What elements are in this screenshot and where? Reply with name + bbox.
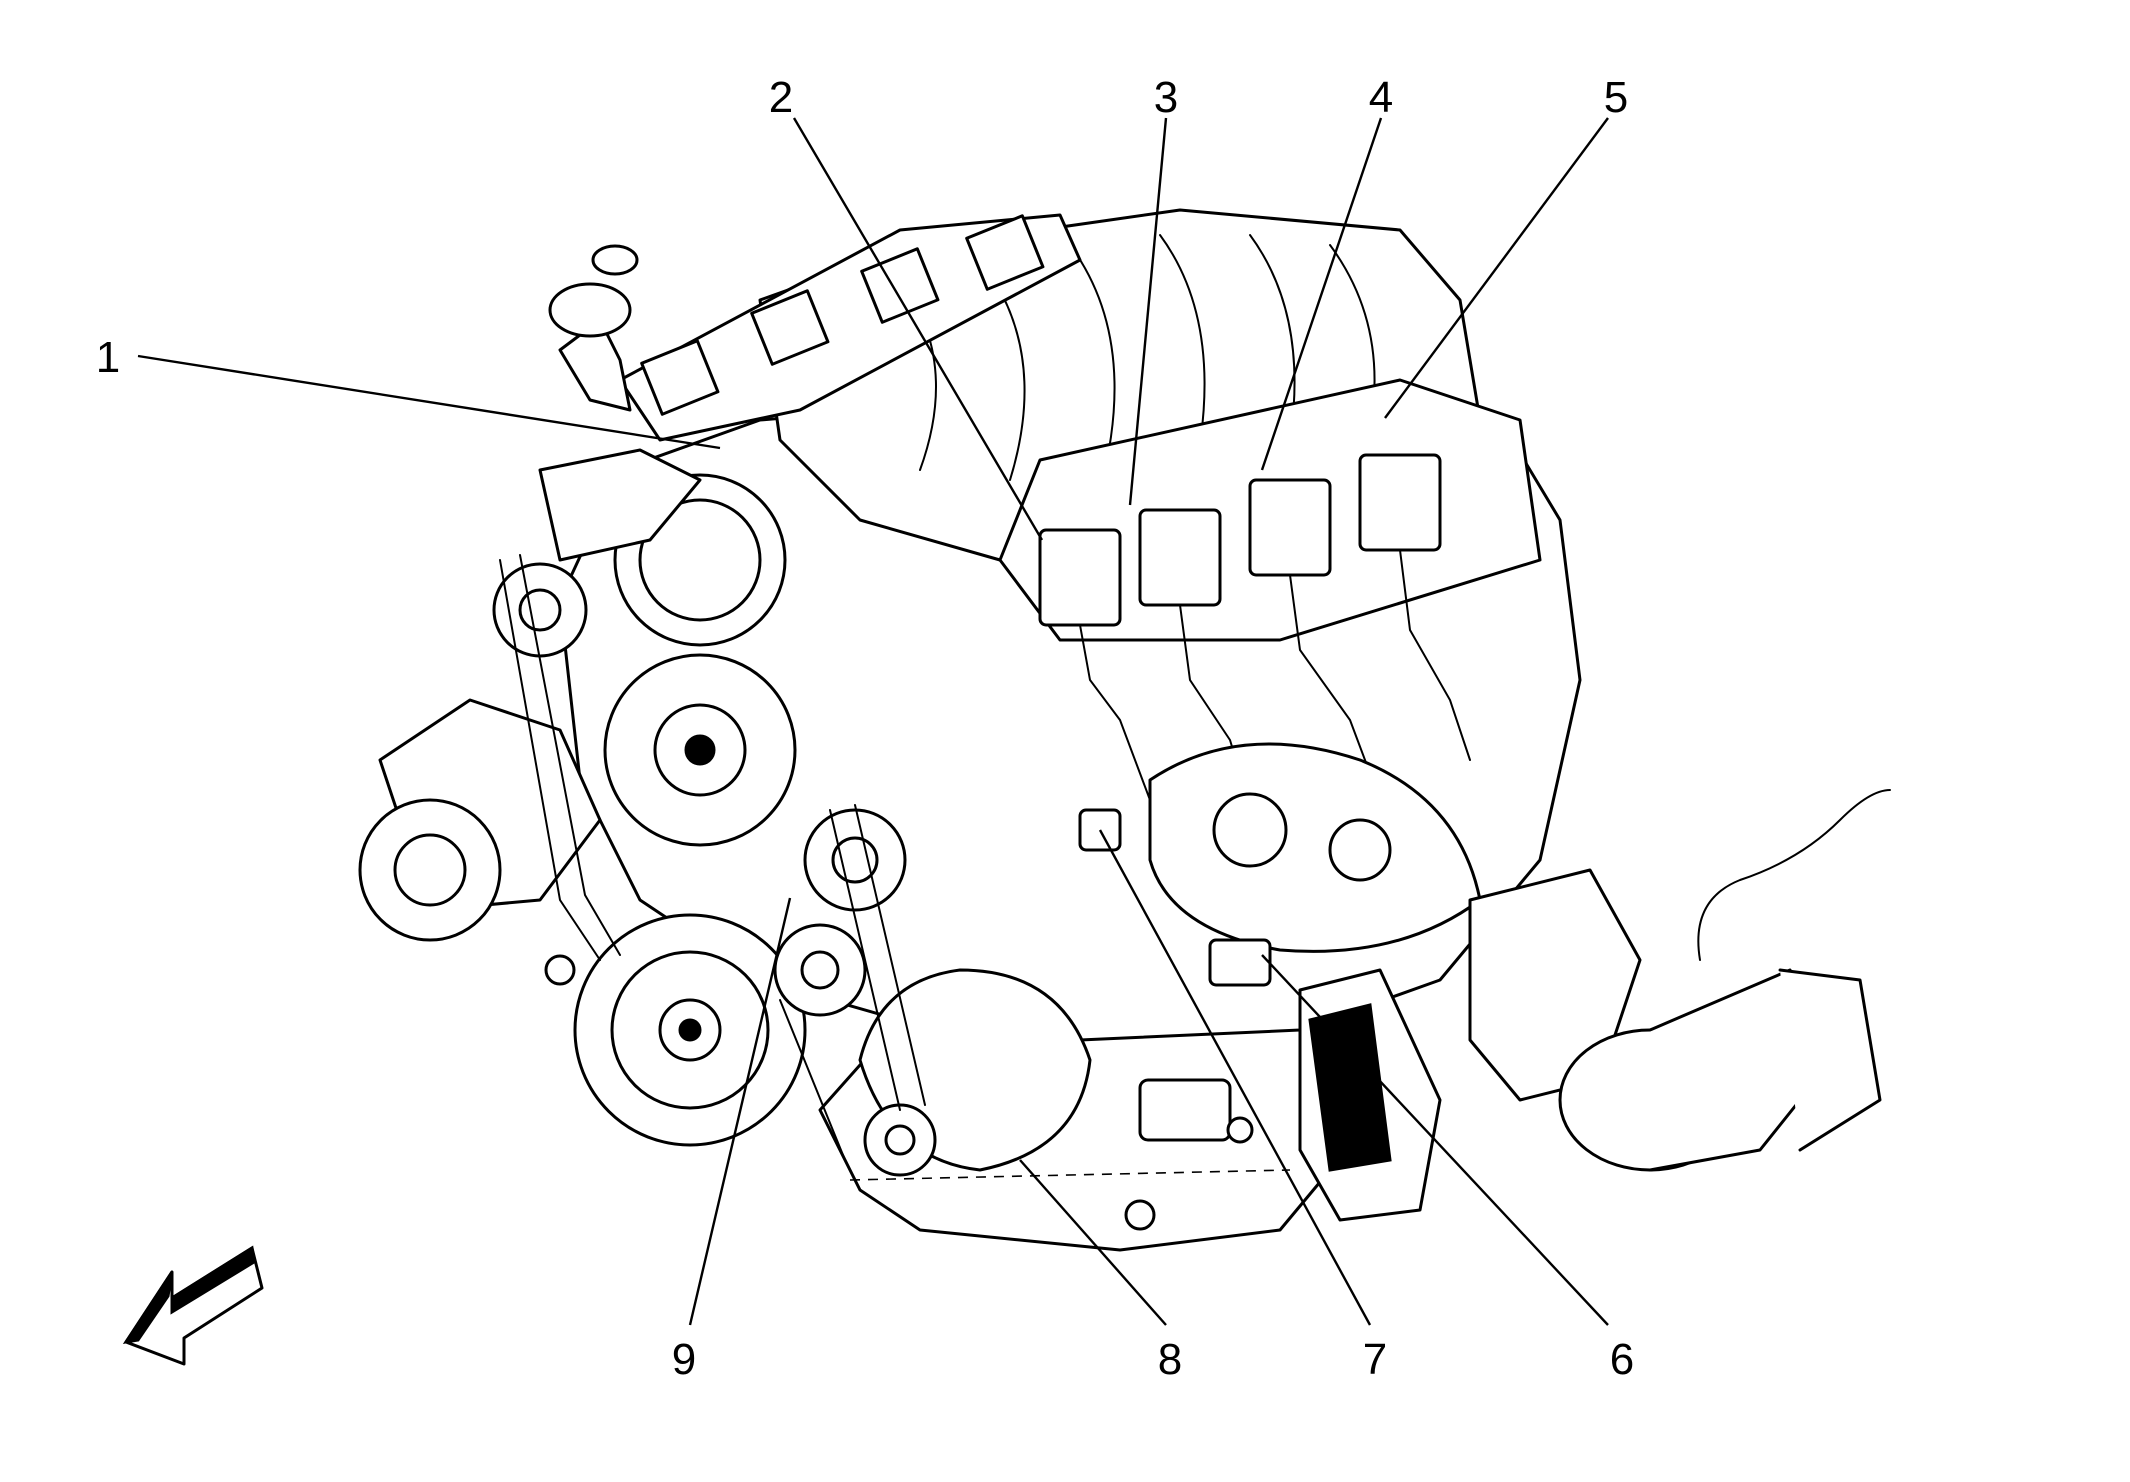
leader-9 — [688, 897, 792, 1326]
callout-5: 5 — [1604, 73, 1628, 122]
callout-2: 2 — [769, 73, 793, 122]
leader-8 — [1019, 1159, 1167, 1326]
leader-2 — [792, 117, 1044, 541]
callout-9: 9 — [672, 1335, 696, 1384]
leader-6 — [1261, 954, 1609, 1326]
callout-labels: 1 2 3 4 5 6 7 8 9 — [96, 73, 1634, 1384]
callout-8: 8 — [1158, 1335, 1182, 1384]
leader-5 — [1384, 117, 1609, 419]
front-direction-arrow-icon — [122, 1245, 264, 1366]
leader-4 — [1260, 117, 1383, 471]
callout-1: 1 — [96, 333, 120, 382]
callout-7: 7 — [1363, 1335, 1387, 1384]
engine-illustration — [358, 208, 1891, 1252]
callout-4: 4 — [1369, 73, 1393, 122]
leader-lines — [137, 117, 1609, 1326]
callout-3: 3 — [1154, 73, 1178, 122]
leader-1 — [137, 354, 721, 450]
leader-3 — [1128, 117, 1168, 506]
leader-7 — [1098, 829, 1372, 1326]
callout-6: 6 — [1610, 1335, 1634, 1384]
